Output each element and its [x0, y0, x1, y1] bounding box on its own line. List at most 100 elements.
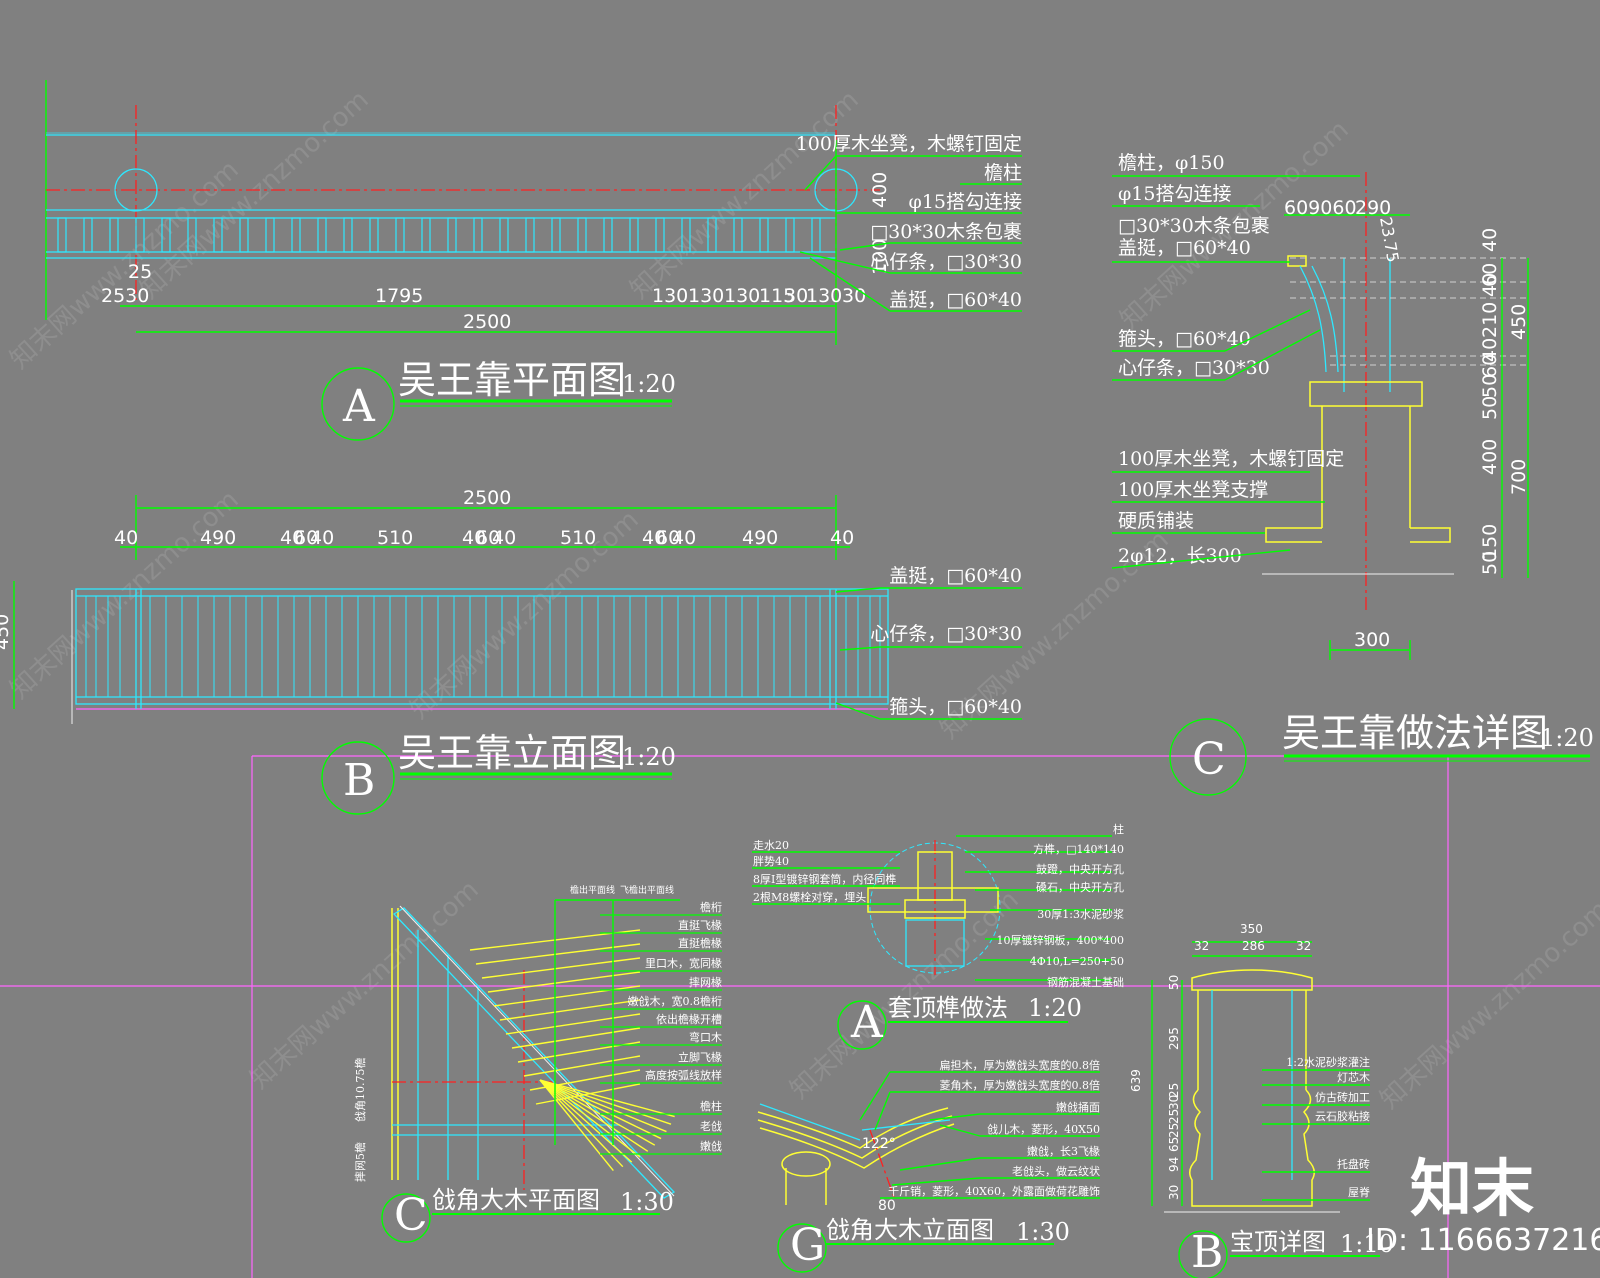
elev-dim: 40	[280, 527, 304, 549]
sub-a-note: 走水20	[753, 839, 789, 852]
detail-dim-300: 300	[1354, 629, 1390, 651]
plan-dim-1795: 1795	[375, 285, 423, 307]
rafter	[539, 1079, 662, 1140]
elev-dim: 40	[114, 527, 138, 549]
sub-g-note: 扁担木，厚为嫩戗头宽度的0.8倍	[940, 1058, 1101, 1072]
sub-c-note-top: 飞檐出平面线	[620, 884, 674, 896]
rafter	[539, 1079, 649, 1152]
plan-note: □30*30木条包裹	[870, 221, 1022, 243]
rafter	[493, 985, 641, 1007]
sub-c-note: 高度按弧线放样	[645, 1068, 722, 1082]
picket	[213, 217, 223, 253]
picket	[577, 217, 587, 253]
rafter	[539, 1079, 641, 1158]
sub-b-note: 屋脊	[1348, 1185, 1370, 1199]
detail-dim: 609060	[1284, 197, 1357, 219]
detail-note: 2φ12，长300	[1118, 545, 1242, 567]
picket	[525, 217, 535, 253]
rafter	[523, 1055, 641, 1077]
sub-g-title: 戗角大木立面图	[826, 1216, 994, 1244]
sub-a-note: 方榫，□140*140	[1033, 842, 1124, 856]
rafter	[539, 1079, 614, 1172]
picket	[83, 217, 93, 253]
sub-b-vdim: 30	[1167, 1095, 1181, 1110]
detail-c-drawing	[1262, 172, 1530, 660]
detail-vdim: 60	[1479, 263, 1501, 287]
sub-b-drawing	[1151, 941, 1370, 1213]
sheet-frame	[0, 755, 1600, 1278]
plan-pickets	[57, 217, 821, 253]
sub-g-note: 戗儿木，菱形，40X50	[987, 1123, 1100, 1136]
picket	[655, 217, 665, 253]
detail-vdim: 40	[1479, 338, 1501, 362]
sub-c-note: 老戗	[700, 1120, 722, 1133]
elev-note: 盖挺，□60*40	[889, 565, 1022, 587]
sub-a-bubble: A	[850, 997, 884, 1048]
picket	[109, 217, 119, 253]
detail-note: 箍头，□60*40	[1118, 328, 1251, 350]
sub-b-dim: 350	[1240, 922, 1263, 936]
picket	[603, 217, 613, 253]
detail-dim-700: 700	[1508, 459, 1530, 495]
sub-c-note: 嫩戗	[700, 1139, 722, 1153]
sub-g-note: 嫩戗，长3飞椽	[1027, 1144, 1100, 1158]
sub-c-note: 里口木，宽同椽	[645, 956, 722, 970]
plan-dim-400: 400	[869, 172, 891, 208]
picket	[499, 217, 509, 253]
sub-c-note: 嫩戗木，宽0.8檐桁	[628, 994, 723, 1008]
plan-a-scale: 1:20	[622, 370, 676, 398]
watermark-text: 知末网www.znzmo.com	[5, 485, 245, 705]
sub-c-bubble: C	[394, 1190, 428, 1241]
detail-vdim: 60	[1479, 354, 1501, 378]
sub-b-title: 宝顶详图	[1230, 1228, 1326, 1256]
rafter	[505, 1013, 641, 1035]
sub-b-vdim: 50	[1167, 975, 1181, 990]
picket	[811, 217, 821, 253]
picket	[395, 217, 405, 253]
picket	[551, 217, 561, 253]
sub-a-drawing	[752, 835, 1112, 981]
sub-c-drawing	[391, 899, 680, 1199]
detail-vdim: 40	[1479, 273, 1501, 297]
detail-dim-450: 450	[1508, 304, 1530, 340]
picket	[629, 217, 639, 253]
sub-a-note: 10厚镀锌钢板，400*400	[997, 933, 1125, 947]
sub-c-notes: 檐桁直挺飞椽直挺檐椽里口木，宽同椽摔网椽嫩戗木，宽0.8檐桁依出檐椽开槽弯口木立…	[600, 900, 723, 1155]
detail-vdim: 40	[1479, 228, 1501, 252]
detail-vdim: 50	[1479, 551, 1501, 575]
brand-logo: 知末	[1410, 1152, 1534, 1225]
elev-dim: 40	[462, 527, 486, 549]
plan-a-labels: 25 2530 1795 130 130 130 115 30 130 30 2…	[101, 133, 1022, 441]
plan-dim: 30	[842, 285, 866, 307]
detail-note: 硬质铺装	[1118, 510, 1194, 532]
rafter	[539, 1079, 624, 1168]
sub-a-note: 鼓蹬，中央开方孔	[1036, 862, 1124, 876]
sub-b-vdim: 25	[1167, 1083, 1181, 1098]
watermark-text: 知末网www.znzmo.com	[1375, 895, 1600, 1115]
plan-dim: 130	[724, 285, 760, 307]
elev-dim-total: 2500	[463, 487, 511, 509]
sub-c-note: 依出檐椽开槽	[656, 1012, 722, 1026]
picket	[681, 217, 691, 253]
plan-dim: 30	[784, 285, 808, 307]
sub-a-note: 2根M8螺栓对穿，埋头	[753, 890, 866, 904]
detail-vdim: 50	[1479, 374, 1501, 398]
picket	[291, 217, 301, 253]
picket	[369, 217, 379, 253]
plan-note: 盖挺，□60*40	[889, 289, 1022, 311]
picket	[161, 217, 171, 253]
elev-dim: 40	[642, 527, 666, 549]
elev-dim: 510	[377, 527, 413, 549]
elev-note: 箍头，□60*40	[889, 696, 1022, 718]
picket	[785, 217, 795, 253]
rafter	[487, 971, 641, 993]
sub-b-vdim: 30	[1167, 1185, 1181, 1200]
sub-b-vdim: 25	[1167, 1109, 1181, 1124]
sub-g-labels: 扁担木，厚为嫩戗头宽度的0.8倍 菱角木，厚为嫩戗头宽度的0.8倍 嫩戗捅面 戗…	[777, 1058, 1101, 1273]
detail-dim: 290	[1355, 197, 1391, 219]
elev-dim: 40	[310, 527, 334, 549]
plan-dim-100: 100	[869, 239, 891, 275]
